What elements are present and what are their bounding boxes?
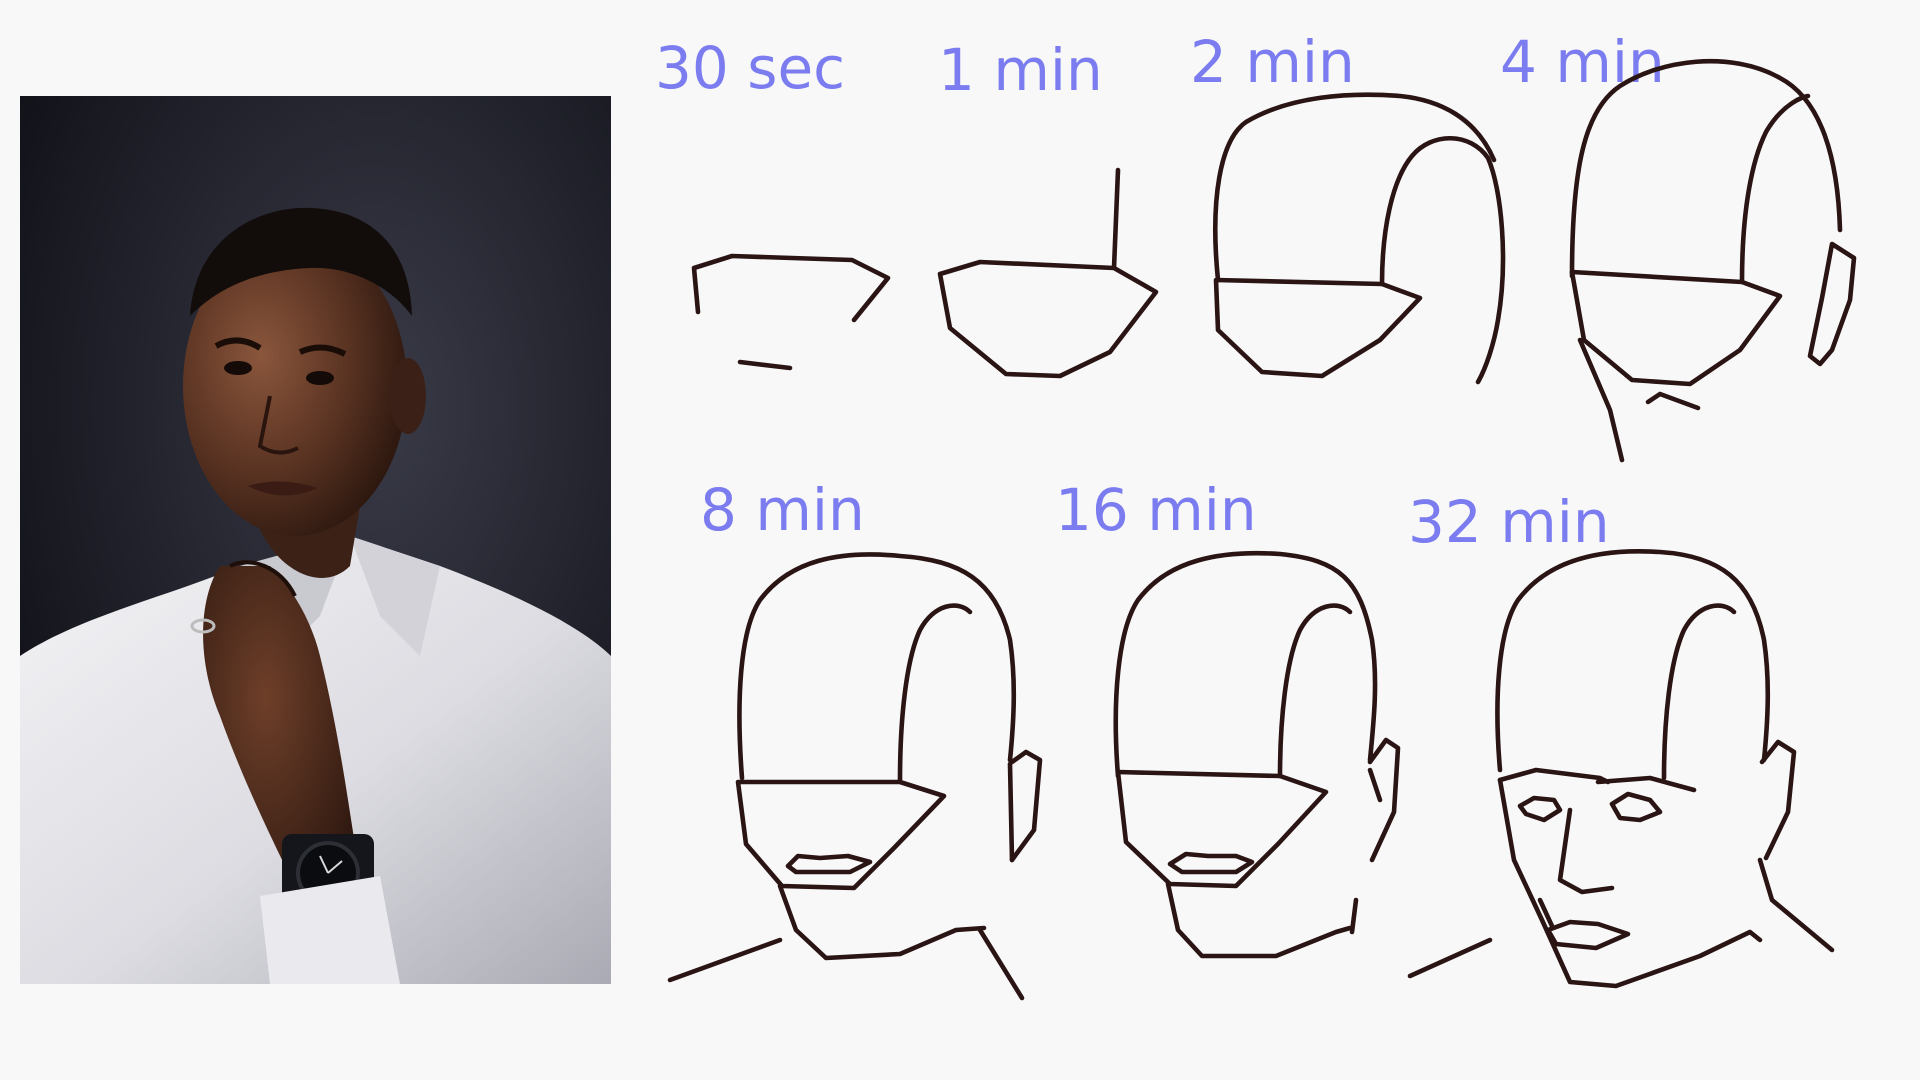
stage-label-30sec: 30 sec (655, 34, 845, 102)
sketch-32min (1407, 549, 1835, 989)
portrait-image (20, 96, 611, 984)
stage-label-8min: 8 min (700, 476, 865, 544)
sketch-1min (937, 167, 1159, 379)
sketch-16min (1113, 550, 1401, 959)
stage-label-1min: 1 min (938, 36, 1103, 104)
sketch-4min (1569, 58, 1857, 463)
stage-label-16min: 16 min (1055, 476, 1257, 544)
reference-portrait (20, 96, 611, 984)
stage-label-4min: 4 min (1500, 28, 1665, 96)
sketch-8min (667, 552, 1043, 1001)
sketch-2min (1213, 92, 1506, 385)
stage-label-32min: 32 min (1408, 488, 1610, 556)
stage-label-2min: 2 min (1190, 28, 1355, 96)
sketch-30sec (691, 253, 891, 371)
